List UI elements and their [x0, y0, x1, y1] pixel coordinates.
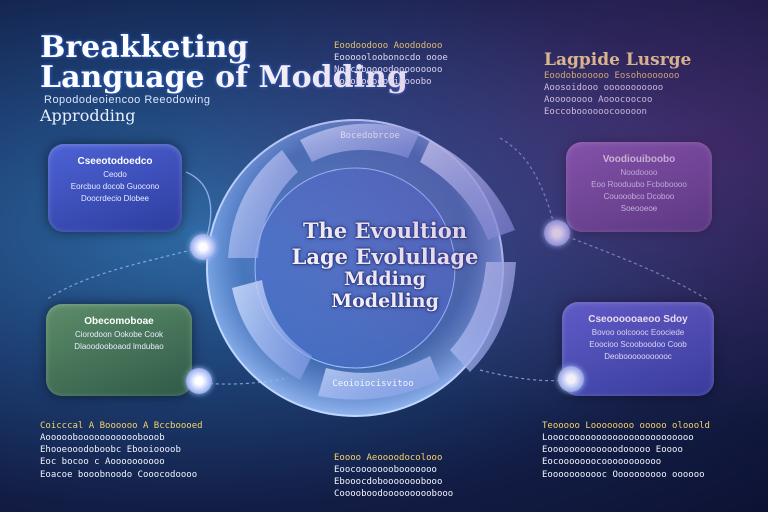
text-block-bottom-center: Eoooo Aeoooodocolooo Eoocooooooobooooooo…: [334, 452, 474, 501]
card-top-left: Cseeotodoedco Ceodo Eorcbuo docob Guocon…: [48, 144, 182, 232]
card-title: Cseoooooaeoo Sdoy: [588, 314, 688, 325]
center-title-line2: Lage Evolullage: [291, 244, 479, 269]
text-line: Eoacoe booobnoodo Cooocodoooo: [40, 469, 198, 480]
connector-line: [555, 231, 709, 301]
text-line: Eoc bocoo c Aoooooooooo: [40, 457, 165, 468]
card-line: Dlaoodooboaod lmdubao: [74, 342, 164, 351]
text-line: Ebooocdobooooooobooo: [334, 477, 443, 488]
text-block-right-top: Eoodoboooooo Eosohooooooo Aoosoidooo ooo…: [544, 70, 714, 119]
text-line: Eocooooooocooooooooooo: [542, 457, 662, 468]
segment-label-bottom: Ceoioiocisvitoo: [332, 379, 414, 389]
center-title-line4: Modelling: [331, 290, 439, 312]
card-bottom-right: Cseoooooaeoo Sdoy Bovoo oolcoooc Eoocied…: [562, 302, 714, 396]
connector-node: [544, 220, 570, 246]
ring-segment-bottom-right: [450, 262, 516, 372]
connector-line: [185, 171, 212, 247]
text-line: Cooooboodooooooooobooo: [334, 489, 454, 500]
ring-inner-disk: [254, 167, 456, 369]
text-line: Cooobooodocibooobo: [334, 77, 432, 88]
center-title-line3: Mdding: [344, 268, 426, 290]
ring-segment-bottom: [318, 356, 440, 400]
text-line: Teooooo Loooooooo ooooo olooold: [542, 421, 710, 431]
text-line: Ehooeooodoboobc Ebooioooob: [40, 445, 181, 456]
card-line: Deobooooooooooc: [604, 352, 672, 361]
text-line: Eoodoodooo Aoododooo: [334, 41, 443, 51]
connector-node: [186, 368, 212, 394]
page-title-line1: Breakketing: [40, 30, 249, 65]
connector-line: [45, 245, 205, 301]
page-subtitle-line1: Ropododeoiencoo Reeodowing: [44, 94, 211, 106]
text-line: Eooooooooooc Oooooooooo oooooo: [542, 469, 705, 480]
card-title: Cseeotodoedco: [77, 156, 153, 167]
connector-node: [190, 234, 216, 260]
card-middle-left: Obecomoboae Ciorodoon Ookobe Cook Dlaood…: [46, 304, 192, 396]
text-line: Eoocooooooobooooooo: [334, 465, 437, 476]
card-line: Doocrdecio Dlobee: [80, 194, 150, 203]
card-line: Eoocioo Scooboodoo Coob: [589, 340, 687, 349]
text-line: Eooooooooooooodooooo Eoooo: [542, 445, 683, 456]
page-subtitle-line2: Approdding: [40, 106, 136, 125]
text-line: Eoccoboooooocooooon: [544, 107, 647, 118]
text-line: Eoooooloobonocdo oooe: [334, 53, 448, 64]
text-line: Eoooo Aeoooodocolooo: [334, 453, 443, 463]
connector-line: [499, 137, 557, 233]
card-line: Ciorodoon Ookobe Cook: [74, 330, 164, 339]
text-line: Aoosoidooo ooooooooooo: [544, 83, 664, 94]
text-block-bottom-left: Coicccal A Boooooo A Bccboooed Aoooooboo…: [40, 420, 280, 481]
page-title-line2: Language of Modding: [40, 60, 408, 95]
ring-segment-top: [300, 123, 420, 162]
ring-segment-left: [228, 150, 298, 258]
card-title: Obecomoboae: [84, 316, 154, 327]
text-line: Coicccal A Boooooo A Bccboooed: [40, 421, 203, 431]
text-block-bottom-right: Teooooo Loooooooo ooooo olooold Looocooo…: [542, 420, 732, 481]
right-heading: Lagpide Lusrge: [544, 50, 692, 70]
card-top-right: Voodiouiboobo Noodoooo Eoo Rooduubo Fcbo…: [566, 142, 712, 232]
text-line: Eoodoboooooo Eosohooooooo: [544, 71, 680, 81]
card-line: Eoo Rooduubo Fcboboooo: [591, 180, 687, 189]
text-line: Aoooooooo Aooocoocoo: [544, 95, 653, 106]
text-line: Aooooobooooooooooobooob: [40, 433, 165, 444]
card-line: Ceodo: [103, 170, 127, 179]
card-line: Noodoooo: [620, 168, 658, 177]
text-block-top-center: Eoodoodooo Aoododooo Eoooooloobonocdo oo…: [334, 40, 464, 89]
ring-segment-bottom-left: [232, 280, 312, 380]
card-line: Eorcbuo docob Guocono: [70, 182, 160, 191]
card-line: Soeooeoe: [620, 204, 658, 213]
ring-segment-top-right: [420, 140, 515, 240]
segment-label-top: Bocedobrcoe: [340, 131, 400, 141]
card-line: Bovoo oolcoooc Eoociede: [591, 328, 685, 337]
text-line: Looocooooooooooooooooooooooo: [542, 433, 694, 444]
card-title: Voodiouiboobo: [602, 154, 676, 165]
connector-line: [479, 369, 571, 382]
text-line: Noocoboooodooooooooo: [334, 65, 443, 76]
connector-node: [558, 366, 584, 392]
center-title-line1: The Evoultion: [303, 218, 467, 243]
card-line: Couooobco Dcoboo: [603, 192, 675, 201]
